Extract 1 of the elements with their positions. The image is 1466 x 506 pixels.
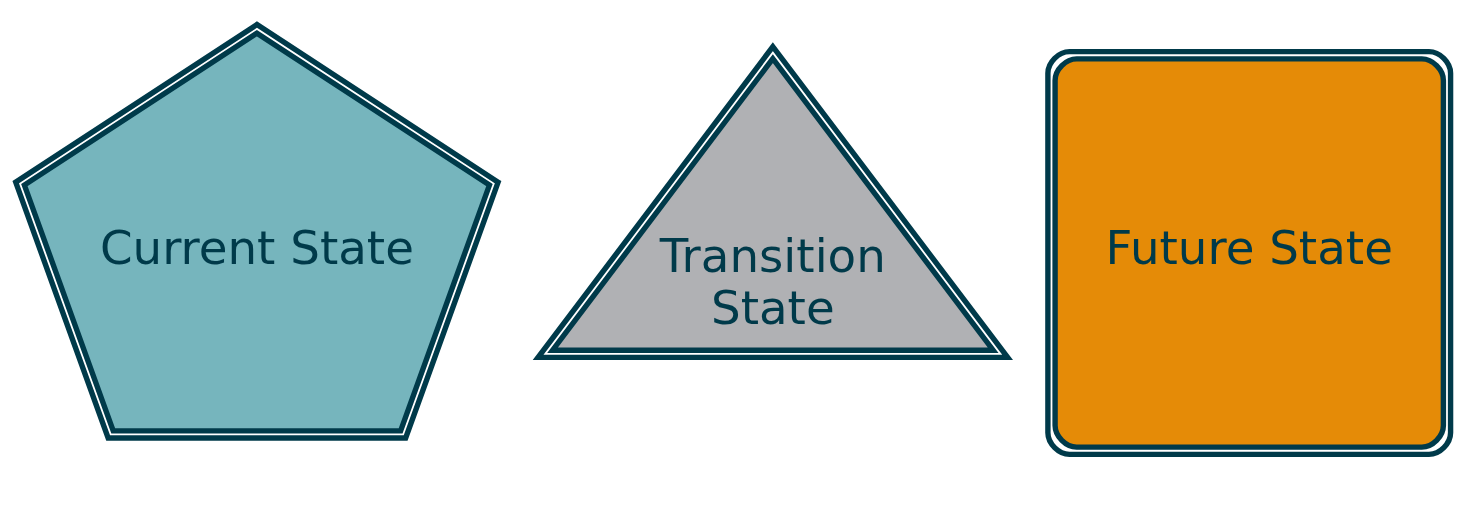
node-box: Future State [1045, 48, 1454, 458]
